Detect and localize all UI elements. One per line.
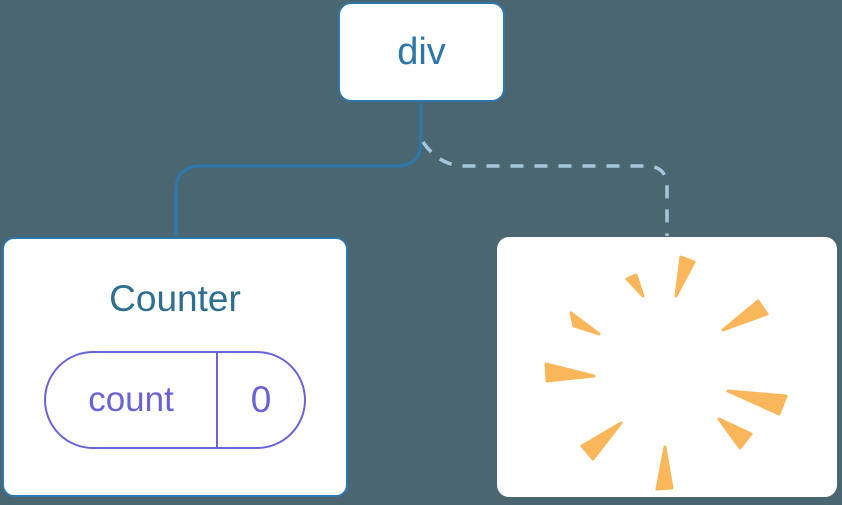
poof-ray <box>674 255 696 298</box>
counter-title: Counter <box>109 278 241 319</box>
poof-ray <box>726 389 788 416</box>
counter-card: Counter count 0 <box>2 237 348 497</box>
removed-node-card <box>497 237 837 497</box>
connector-solid-link <box>174 103 423 236</box>
poof-ray <box>544 362 596 383</box>
poof-ray <box>655 445 674 491</box>
root-node-label: div <box>397 30 446 73</box>
poof-ray <box>625 273 645 298</box>
poof-starburst-icon <box>544 255 788 491</box>
state-pill: count 0 <box>44 351 306 450</box>
pill-divider <box>216 353 218 448</box>
poof-ray <box>721 299 769 332</box>
connector-dashed-link <box>421 141 669 236</box>
root-node-div: div <box>338 2 505 102</box>
state-value: 0 <box>250 379 272 421</box>
poof-ray <box>717 417 753 450</box>
state-key: count <box>88 380 174 420</box>
poof-ray <box>569 311 601 336</box>
poof-ray <box>580 421 623 461</box>
